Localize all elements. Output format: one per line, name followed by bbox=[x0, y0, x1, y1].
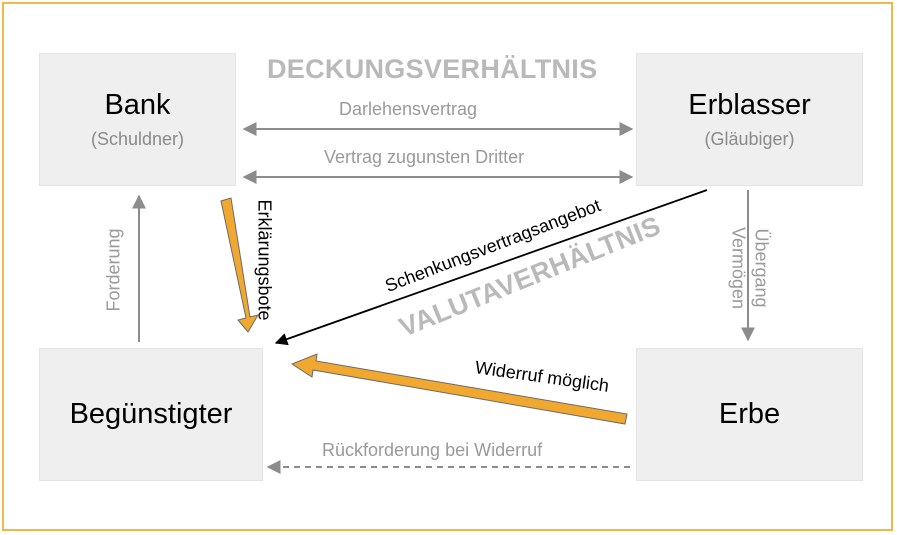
widerruf-arrow bbox=[290, 353, 628, 425]
label-forderung: Forderung bbox=[103, 228, 124, 312]
label-vertrag-dritter: Vertrag zugunsten Dritter bbox=[324, 147, 525, 167]
label-vermoegen: Vermögen bbox=[728, 226, 749, 310]
bank-role: (Schuldner) bbox=[90, 128, 185, 149]
erbe-title: Erbe bbox=[718, 397, 781, 430]
erklaerungsbote-arrow bbox=[220, 197, 260, 333]
beguenstigter-title: Begünstigter bbox=[69, 397, 233, 430]
label-erklaerungsbote: Erklärungsbote bbox=[254, 199, 275, 321]
label-rueckforderung: Rückforderung bei Widerruf bbox=[322, 440, 543, 460]
schenkung-arrow bbox=[274, 189, 708, 346]
label-darlehensvertrag: Darlehensvertrag bbox=[339, 99, 478, 119]
heading-deckungsverhaeltnis: DECKUNGSVERHÄLTNIS bbox=[267, 54, 598, 84]
label-uebergang: Übergang bbox=[751, 228, 772, 308]
erblasser-role: (Gläubiger) bbox=[704, 128, 795, 149]
erblasser-title: Erblasser bbox=[688, 89, 811, 122]
node-erblasser: Erblasser (Gläubiger) bbox=[636, 53, 863, 186]
node-bank: Bank (Schuldner) bbox=[39, 53, 236, 186]
node-erbe: Erbe bbox=[636, 348, 863, 481]
bank-title: Bank bbox=[104, 89, 171, 122]
node-beguenstigter: Begünstigter bbox=[39, 348, 263, 481]
